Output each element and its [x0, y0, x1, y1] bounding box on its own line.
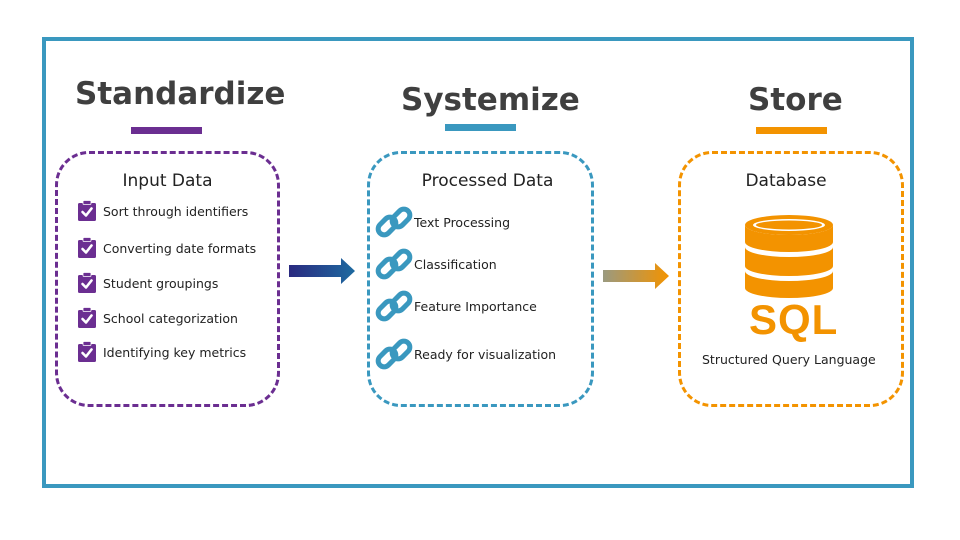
- column-title-standardize: Standardize: [75, 76, 286, 112]
- chain-link-icon: [374, 202, 414, 242]
- database-cylinder-icon: [745, 215, 833, 298]
- clipboard-check-icon: [77, 237, 103, 259]
- list-item-label: School categorization: [103, 310, 238, 326]
- list-item: Text Processing: [374, 202, 510, 242]
- diagram-frame: [42, 37, 914, 488]
- chain-link-icon: [374, 286, 414, 326]
- clipboard-check-icon: [77, 272, 103, 294]
- list-item: Student groupings: [77, 272, 218, 294]
- chain-link-icon: [374, 334, 414, 374]
- list-item: Ready for visualization: [374, 334, 556, 374]
- list-item-label: Classification: [414, 256, 497, 272]
- list-item-label: Student groupings: [103, 275, 219, 291]
- sql-subtitle: Structured Query Language: [702, 352, 876, 367]
- column-title-systemize: Systemize: [401, 82, 580, 118]
- column-underline-store: [756, 127, 827, 134]
- column-underline-standardize: [131, 127, 202, 134]
- box-title-processed-data: Processed Data: [421, 171, 554, 191]
- arrow-right-icon: [603, 263, 669, 289]
- list-item: Identifying key metrics: [77, 341, 246, 363]
- list-item: Classification: [374, 244, 497, 284]
- arrow-right-icon: [289, 258, 355, 284]
- column-underline-systemize: [445, 124, 516, 131]
- list-item-label: Text Processing: [414, 214, 511, 230]
- list-item-label: Ready for visualization: [414, 346, 557, 362]
- list-item-label: Feature Importance: [414, 298, 537, 314]
- clipboard-check-icon: [77, 341, 103, 363]
- list-item-label: Identifying key metrics: [103, 344, 247, 360]
- list-item-label: Sort through identifiers: [103, 203, 249, 219]
- clipboard-check-icon: [77, 307, 103, 329]
- sql-logo-text: SQL: [749, 296, 839, 343]
- list-item: School categorization: [77, 307, 238, 329]
- box-title-input-data: Input Data: [122, 171, 213, 191]
- list-item: Sort through identifiers: [77, 200, 248, 222]
- clipboard-check-icon: [77, 200, 103, 222]
- input-data-box: Input Data: [55, 151, 280, 407]
- list-item-label: Converting date formats: [103, 240, 257, 256]
- list-item: Feature Importance: [374, 286, 537, 326]
- list-item: Converting date formats: [77, 237, 256, 259]
- box-title-database: Database: [745, 171, 827, 191]
- column-title-store: Store: [748, 82, 843, 118]
- database-box: Database: [678, 151, 904, 407]
- processed-data-box: Processed Data: [367, 151, 594, 407]
- chain-link-icon: [374, 244, 414, 284]
